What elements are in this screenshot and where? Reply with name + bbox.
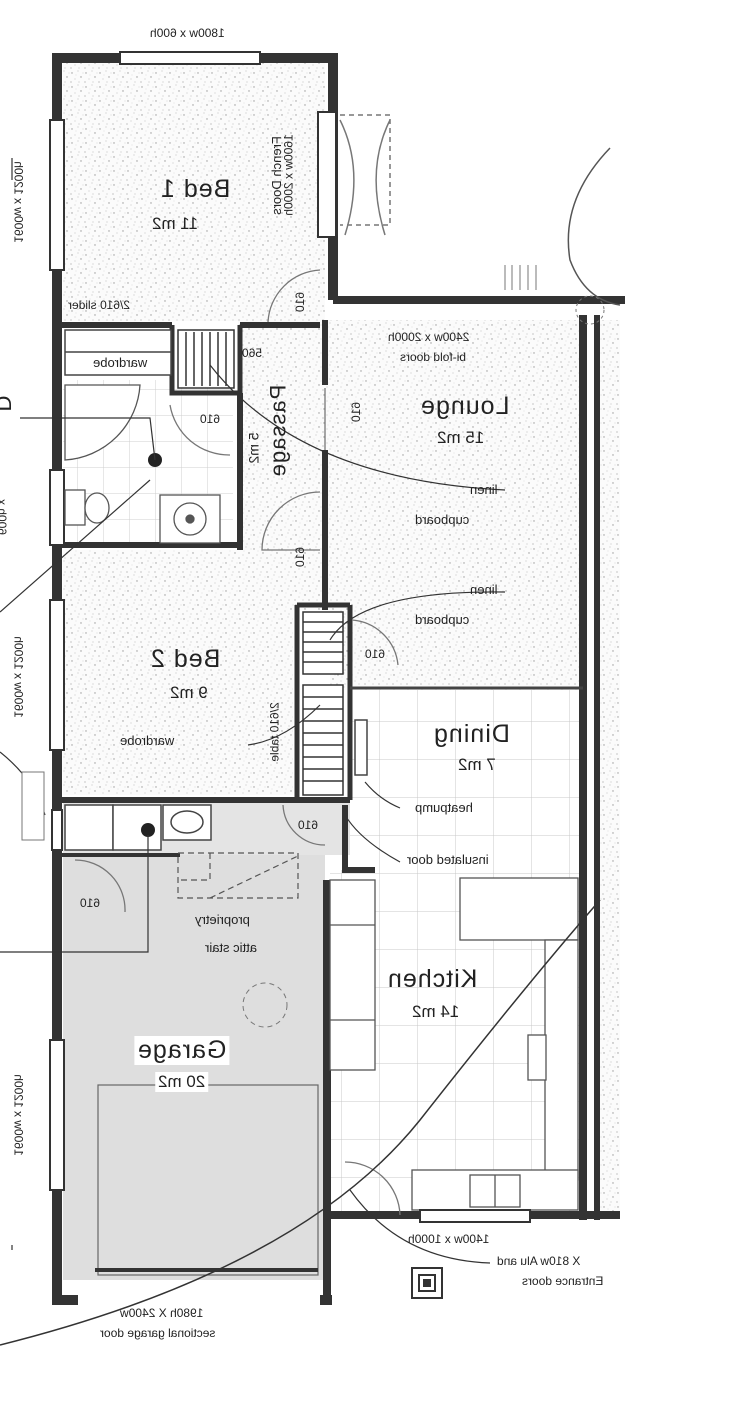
door-610-e: 610	[365, 647, 386, 661]
left-window-dim-1: 1600w x 1200h	[11, 161, 26, 243]
garage-area: 20 m2	[155, 1072, 209, 1092]
bed2-area: 9 m2	[170, 683, 208, 702]
bifold-label: bi-fold doors	[400, 350, 467, 364]
site-boundary-arc	[0, 899, 601, 1346]
top-window-dim: 1800w x 600h	[150, 26, 225, 40]
door-610-f: 610	[298, 818, 319, 832]
dining-floor	[350, 690, 580, 870]
attic-label-1: proprietry	[195, 912, 250, 927]
garage-name: Garage	[134, 1036, 230, 1065]
door-610-b: 610	[200, 412, 221, 426]
door-swings	[74, 269, 401, 1216]
wardrobe-bed1-label: wardrobe	[93, 355, 148, 370]
wardrobe-bed2-label: wardrobe	[120, 733, 175, 748]
passage-name: Passage	[265, 384, 291, 478]
passage-area: 5 m2	[245, 432, 262, 464]
top-window	[119, 51, 261, 65]
d560-label: 560	[242, 346, 263, 360]
left-window-dim-4: 1600w x 1200h	[11, 1074, 26, 1156]
bed1-area: 11 m2	[152, 214, 198, 233]
door-610-c: 610	[349, 401, 364, 423]
garage-circle	[242, 982, 288, 1028]
bathroom-fixtures	[64, 384, 221, 544]
lounge-name: Lounge	[420, 392, 510, 420]
insulated-door-label: insulated door	[407, 852, 489, 867]
wardrobe-bed1	[64, 329, 172, 376]
laundry	[64, 804, 212, 851]
attic-label-2: attic stair	[205, 940, 258, 955]
dining-name: Dining	[433, 720, 510, 748]
entrance-label-1: X 810w Alu and	[497, 1254, 581, 1268]
leader-lines	[0, 158, 506, 1264]
right-strip	[598, 320, 620, 1215]
linen1b-label: cupboard	[415, 512, 470, 527]
heatpump-label: heatpump	[415, 800, 473, 815]
left-window-dim-3: 1600w x 1200h	[11, 636, 26, 718]
door-610-d: 610	[293, 546, 308, 568]
dining-area: 7 m2	[458, 755, 496, 774]
laundry-marker	[141, 823, 155, 837]
bifold-dim: 2400w x 2000h	[388, 330, 470, 344]
left-box	[21, 771, 45, 841]
kitchen-area: 14 m2	[412, 1002, 460, 1021]
entrance-symbol	[411, 1267, 443, 1299]
french-doors-dim: 1600w x 2000h	[281, 134, 296, 216]
french-doors	[317, 111, 391, 238]
left-letter: D	[0, 395, 15, 412]
entrance-label-2: Entrance doors	[522, 1274, 604, 1288]
bed1-floor	[63, 63, 325, 321]
bed2-name: Bed 2	[150, 645, 221, 673]
kitchen-name: Kitchen	[387, 965, 478, 993]
garage-door-label: sectional garage door	[100, 1326, 216, 1340]
bed1-name: Bed 1	[160, 175, 231, 203]
table-label: 2/610 table	[267, 702, 282, 762]
linen-cupboard-mid	[302, 611, 344, 796]
door-610-a: 610	[293, 291, 308, 313]
slider-label: 2/610 slider	[68, 298, 131, 312]
top-right-marks	[504, 265, 605, 325]
heatpump	[354, 719, 368, 776]
linen-cupboard-top	[177, 329, 235, 389]
left-window-dim-2: 600h x	[0, 499, 10, 536]
kitchen-window	[419, 1209, 531, 1223]
linen2-label: linen	[470, 582, 498, 597]
bed2-floor	[63, 550, 293, 795]
lounge-area: 15 m2	[437, 428, 485, 447]
outdoor-arc	[567, 147, 621, 306]
attic-stair	[177, 852, 301, 899]
left-windows	[49, 119, 65, 1191]
garage-door-dim: 1980h X 2400w	[120, 1306, 204, 1320]
kitchen-benches	[329, 877, 579, 1211]
kitchen-window-dim: 1400w x 1000h	[408, 1232, 490, 1246]
linen2b-label: cupboard	[415, 612, 470, 627]
lounge-floor	[330, 320, 580, 690]
door-610-g: 610	[80, 896, 101, 910]
linen1-label: linen	[470, 482, 498, 497]
garage-floor	[63, 855, 325, 1280]
